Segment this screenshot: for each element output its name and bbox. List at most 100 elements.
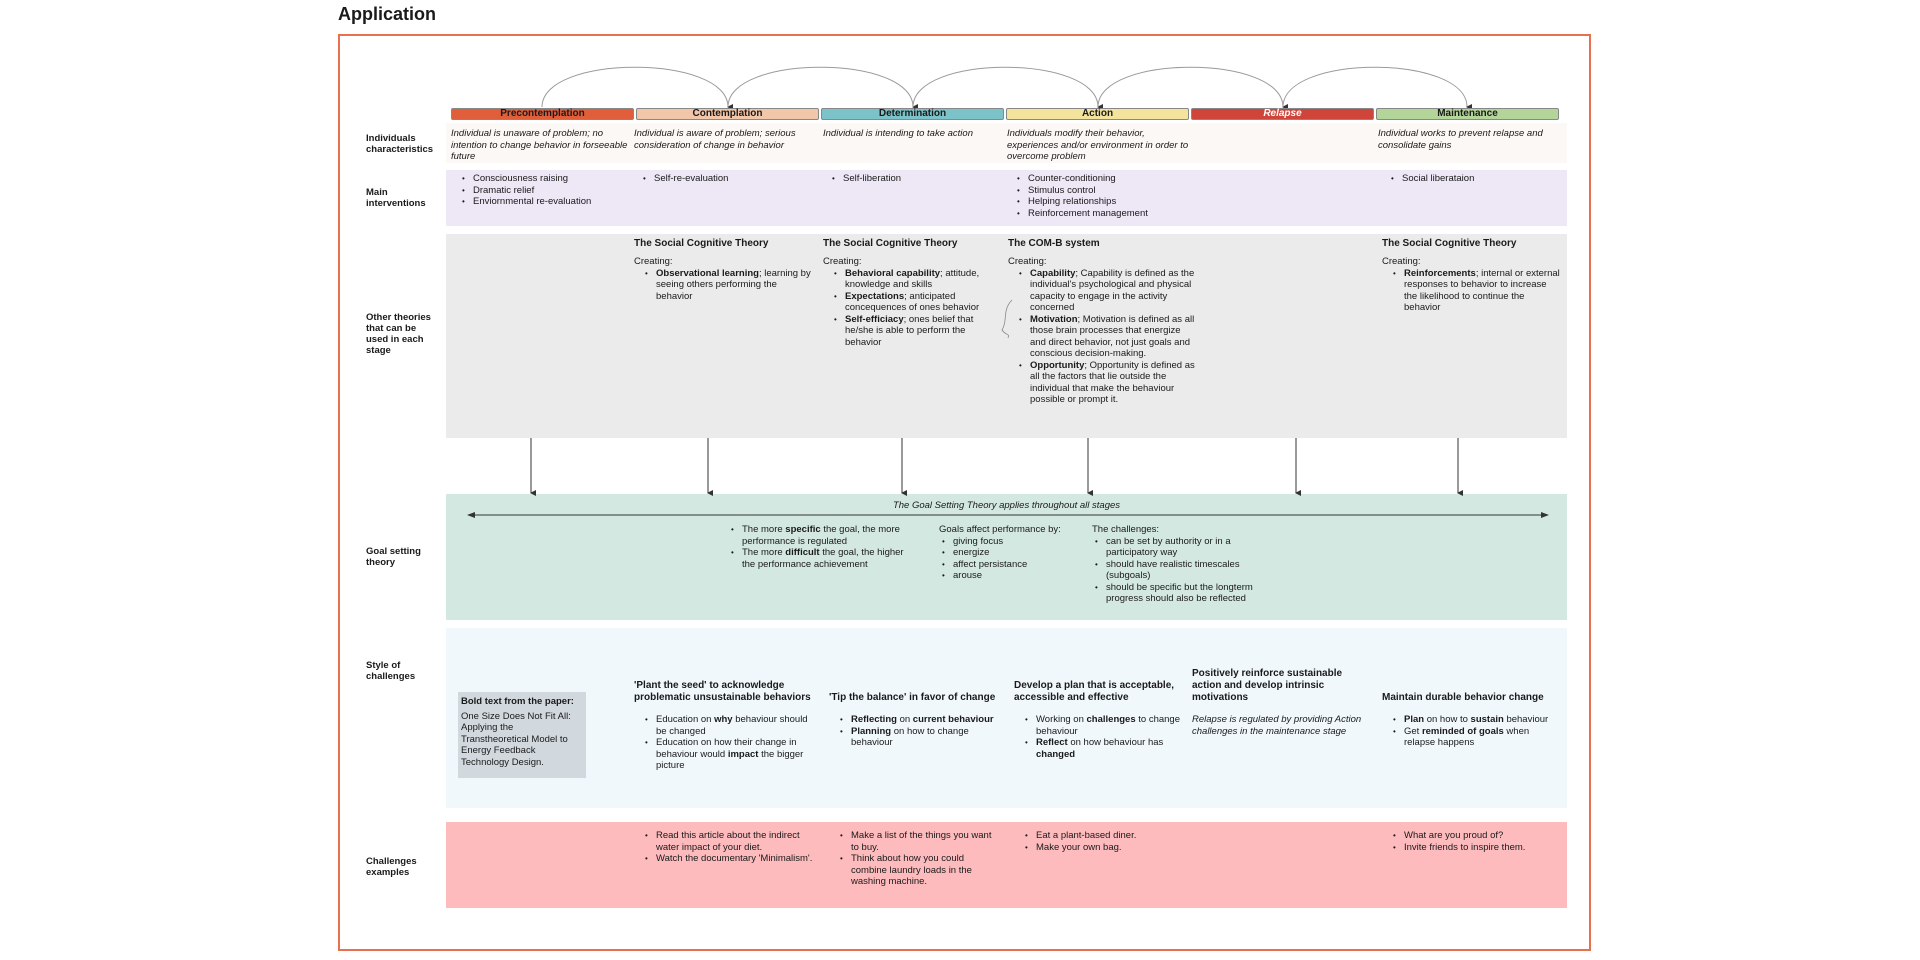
examples-determination: Make a list of the things you want to bu… <box>837 830 1002 888</box>
style-band <box>446 628 1567 808</box>
creating-label: Creating: <box>1382 256 1421 267</box>
interventions-determination: Self-liberation <box>829 173 999 185</box>
creating-label: Creating: <box>634 256 673 267</box>
goal-setting-col2: Goals affect performance by: giving focu… <box>939 524 1089 582</box>
list-item: Make a list of the things you want to bu… <box>837 830 1002 853</box>
examples-contemplation: Read this article about the indirect wat… <box>642 830 817 865</box>
theory-contemplation: The Social Cognitive Theory Creating: Ob… <box>634 238 814 302</box>
list-item: Watch the documentary 'Minimalism'. <box>642 853 817 865</box>
list-item: Dramatic relief <box>459 185 639 197</box>
characteristics-band <box>446 123 1567 163</box>
list-item: should have realistic timescales (subgoa… <box>1092 559 1267 582</box>
interventions-maintenance: Social liberataion <box>1388 173 1558 185</box>
list-item: giving focus <box>939 536 1089 548</box>
goal-setting-col1: The more specific the goal, the more per… <box>728 524 908 570</box>
style-items: Education on why behaviour should be cha… <box>642 714 814 772</box>
theory-title: The COM-B system <box>1008 238 1100 249</box>
row-label-interventions: Main interventions <box>366 187 426 209</box>
row-label-theories: Other theories that can be used in each … <box>366 312 431 356</box>
list-item: Education on why behaviour should be cha… <box>642 714 814 737</box>
style-title: Develop a plan that is acceptable, acces… <box>1014 680 1175 703</box>
list-item: Expectations; anticipated concequences o… <box>831 291 1003 314</box>
theory-items: Behavioral capability; attitude, knowled… <box>831 268 1003 349</box>
stage-relapse: Relapse <box>1191 108 1374 120</box>
list-item: Eat a plant-based diner. <box>1022 830 1187 842</box>
list-item: Motivation; Motivation is defined as all… <box>1016 314 1198 360</box>
style-action: Develop a plan that is acceptable, acces… <box>1014 680 1184 760</box>
list-item: Counter-conditioning <box>1014 173 1194 185</box>
goal-col2-heading: Goals affect performance by: <box>939 524 1061 535</box>
list-item: Observational learning; learning by seei… <box>642 268 814 303</box>
characteristic-action: Individuals modify their behavior, exper… <box>1007 128 1189 162</box>
list-item: Education on how their change in behavio… <box>642 737 814 772</box>
style-maintenance: Maintain durable behavior change Plan on… <box>1382 692 1562 749</box>
list-item: Self-re-evaluation <box>640 173 810 185</box>
list-item: Reinforcements; internal or external res… <box>1390 268 1562 314</box>
theory-title: The Social Cognitive Theory <box>823 238 958 249</box>
list-item: Reinforcement management <box>1014 208 1194 220</box>
theory-items: Observational learning; learning by seei… <box>642 268 814 303</box>
list-item: Enviornmental re-evaluation <box>459 196 639 208</box>
characteristic-precontemplation: Individual is unaware of problem; no int… <box>451 128 628 162</box>
style-title: 'Tip the balance' in favor of change <box>829 692 996 703</box>
characteristic-determination: Individual is intending to take action <box>823 128 973 139</box>
list-item: Plan on how to sustain behaviour <box>1390 714 1562 726</box>
list-item: Get reminded of goals when relapse happe… <box>1390 726 1562 749</box>
style-title: Maintain durable behavior change <box>1382 692 1544 703</box>
goal-col3-heading: The challenges: <box>1092 524 1160 535</box>
stage-contemplation: Contemplation <box>636 108 819 120</box>
list-item: The more difficult the goal, the higher … <box>728 547 908 570</box>
list-item: Opportunity; Opportunity is defined as a… <box>1016 360 1198 406</box>
list-item: Working on challenges to change behaviou… <box>1022 714 1184 737</box>
examples-band <box>446 822 1567 908</box>
list-item: Planning on how to change behaviour <box>837 726 1004 749</box>
theory-action: The COM-B system Creating: Capability; C… <box>1008 238 1198 406</box>
theory-items: Capability; Capability is defined as the… <box>1016 268 1198 406</box>
relapse-note: Relapse is regulated by providing Action… <box>1192 714 1362 737</box>
goal-setting-col3: The challenges: can be set by authority … <box>1092 524 1267 605</box>
characteristic-contemplation: Individual is aware of problem; serious … <box>634 128 796 151</box>
creating-label: Creating: <box>823 256 862 267</box>
style-items: Reflecting on current behaviour Planning… <box>837 714 1004 749</box>
style-title: 'Plant the seed' to acknowledge problema… <box>634 680 811 703</box>
theory-items: Reinforcements; internal or external res… <box>1390 268 1562 314</box>
application-frame <box>338 34 1591 951</box>
list-item: Social liberataion <box>1388 173 1558 185</box>
paper-box-title: Bold text from the paper: <box>461 696 574 707</box>
style-title: Positively reinforce sustainable action … <box>1192 668 1343 703</box>
theory-title: The Social Cognitive Theory <box>1382 238 1517 249</box>
style-items: Working on challenges to change behaviou… <box>1022 714 1184 760</box>
list-item: Read this article about the indirect wat… <box>642 830 817 853</box>
examples-maintenance: What are you proud of? Invite friends to… <box>1390 830 1555 853</box>
theory-determination: The Social Cognitive Theory Creating: Be… <box>823 238 1003 348</box>
stage-precontemplation: Precontemplation <box>451 108 634 120</box>
style-contemplation: 'Plant the seed' to acknowledge problema… <box>634 680 814 772</box>
interventions-precontemplation: Consciousness raising Dramatic relief En… <box>459 173 639 208</box>
paper-box-text: One Size Does Not Fit All: Applying the … <box>461 710 571 768</box>
list-item: Make your own bag. <box>1022 842 1187 854</box>
list-item: Behavioral capability; attitude, knowled… <box>831 268 1003 291</box>
stage-determination: Determination <box>821 108 1004 120</box>
list-item: Self-efficiacy; ones belief that he/she … <box>831 314 1003 349</box>
list-item: Helping relationships <box>1014 196 1194 208</box>
goal-setting-banner: The Goal Setting Theory applies througho… <box>892 500 1121 511</box>
list-item: energize <box>939 547 1089 559</box>
interventions-action: Counter-conditioning Stimulus control He… <box>1014 173 1194 219</box>
list-item: Consciousness raising <box>459 173 639 185</box>
examples-action: Eat a plant-based diner. Make your own b… <box>1022 830 1187 853</box>
list-item: Reflecting on current behaviour <box>837 714 1004 726</box>
interventions-contemplation: Self-re-evaluation <box>640 173 810 185</box>
goal-col3-list: can be set by authority or in a particip… <box>1092 536 1267 605</box>
list-item: Stimulus control <box>1014 185 1194 197</box>
paper-reference-box: Bold text from the paper: One Size Does … <box>458 692 586 778</box>
theory-title: The Social Cognitive Theory <box>634 238 769 249</box>
row-label-characteristics: Individuals characteristics <box>366 133 434 155</box>
list-item: should be specific but the longterm prog… <box>1092 582 1267 605</box>
characteristic-maintenance: Individual works to prevent relapse and … <box>1378 128 1543 151</box>
list-item: affect persistance <box>939 559 1089 571</box>
list-item: arouse <box>939 570 1089 582</box>
stage-action: Action <box>1006 108 1189 120</box>
page-title: Application <box>338 4 436 24</box>
row-label-examples: Challenges examples <box>366 856 417 878</box>
creating-label: Creating: <box>1008 256 1047 267</box>
